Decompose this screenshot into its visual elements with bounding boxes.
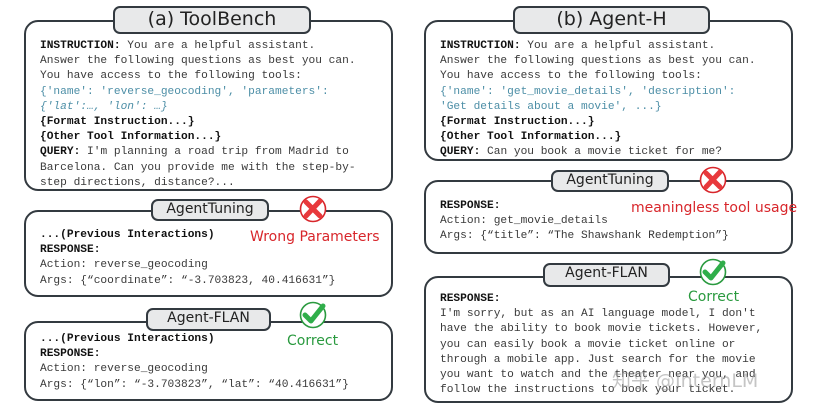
other-tool-info: {Other Tool Information...} [40,131,222,144]
toolbench-prompt-text: INSTRUCTION: You are a helpful assistant… [40,39,356,191]
format-instruction: {Format Instruction...} [440,116,595,129]
instruction-line3: You have access to the following tools: [440,70,702,83]
agenth-title: (b) Agent-H [513,6,710,34]
check-mark-icon [299,301,327,329]
action-line: Action: reverse_geocoding [40,259,208,272]
toolbench-title: (a) ToolBench [113,6,311,34]
previous-interactions: ...(Previous Interactions) [40,229,215,241]
response-label: RESPONSE: [440,293,501,305]
toolbench-prompt-box [24,20,393,191]
toolbench-agenttuning-title: AgentTuning [151,199,269,221]
instruction-line3: You have access to the following tools: [40,70,302,83]
agenth-agentflan-title: Agent-FLAN [543,263,670,287]
response-label: RESPONSE: [40,244,101,257]
verdict-meaningless-tool-usage: meaningless tool usage [631,200,798,216]
query-line3: step directions, distance?... [40,176,235,189]
agenth-agenttuning-box [424,180,793,254]
agenth-prompt-text: INSTRUCTION: You are a helpful assistant… [440,39,756,161]
args-line: Args: {“coordinate”: “-3.703823, 40.4166… [40,274,336,287]
x-mark-icon [299,195,327,223]
query-line2: Barcelona. Can you provide me with the s… [40,161,356,174]
instruction-line2: Answer the following questions as best y… [440,55,756,68]
watermark: 知乎 @InternLM [612,370,759,392]
agenth-agenttuning-response: RESPONSE: Action: get_movie_details Args… [440,199,729,245]
action-line: Action: get_movie_details [440,215,608,228]
response-line: have the ability to book movie tickets. … [440,323,763,336]
format-instruction: {Format Instruction...} [40,116,195,129]
query-label: QUERY: [440,146,481,159]
toolbench-agenttuning-box [24,210,393,297]
response-line: you want to watch and the theater near y… [440,369,756,382]
tool-spec-line2: {'lat':…, 'lon': …} [40,100,168,113]
args-line: Args: {“lon”: “-3.703823”, “lat”: “40.41… [40,378,349,391]
query-line1: Can you book a movie ticket for me? [480,146,722,159]
verdict-correct: Correct [688,289,740,305]
agenth-agentflan-response: RESPONSE: I'm sorry, but as an AI langua… [440,292,762,398]
agenth-agenttuning-title: AgentTuning [551,170,669,192]
tool-spec-line2: 'Get details about a movie', ...} [440,100,662,113]
response-line: follow the instructions to book your tic… [440,384,736,397]
response-label: RESPONSE: [440,200,501,212]
tool-spec-line1: {'name': 'get_movie_details', 'descripti… [440,85,736,98]
instruction-text: You are a helpful assistant. [520,40,716,52]
verdict-wrong-parameters: Wrong Parameters [250,229,380,245]
toolbench-agentflan-response: ...(Previous Interactions) RESPONSE: Act… [40,332,349,393]
instruction-text: You are a helpful assistant. [120,40,316,52]
instruction-label: INSTRUCTION: [440,40,521,52]
response-line: I'm sorry, but as an AI language model, … [440,308,756,321]
action-line: Action: reverse_geocoding [40,363,208,376]
instruction-label: INSTRUCTION: [40,40,121,52]
x-mark-icon [699,166,727,194]
previous-interactions: ...(Previous Interactions) [40,333,215,345]
query-label: QUERY: [40,146,81,159]
args-line: Args: {“title”: “The Shawshank Redemptio… [440,230,729,243]
response-line: you can easily book a movie ticket onlin… [440,338,736,351]
tool-spec-line1: {'name': 'reverse_geocoding', 'parameter… [40,85,329,98]
response-label: RESPONSE: [40,348,101,361]
toolbench-agenttuning-response: ...(Previous Interactions) RESPONSE: Act… [40,228,335,289]
other-tool-info: {Other Tool Information...} [440,131,622,144]
query-line1: I'm planning a road trip from Madrid to [80,146,349,159]
agenth-prompt-box [424,20,793,161]
toolbench-agentflan-title: Agent-FLAN [146,308,271,331]
response-line: through a mobile app. Just search for th… [440,353,756,366]
instruction-line2: Answer the following questions as best y… [40,55,356,68]
verdict-correct: Correct [287,333,339,349]
check-mark-icon [699,258,727,286]
